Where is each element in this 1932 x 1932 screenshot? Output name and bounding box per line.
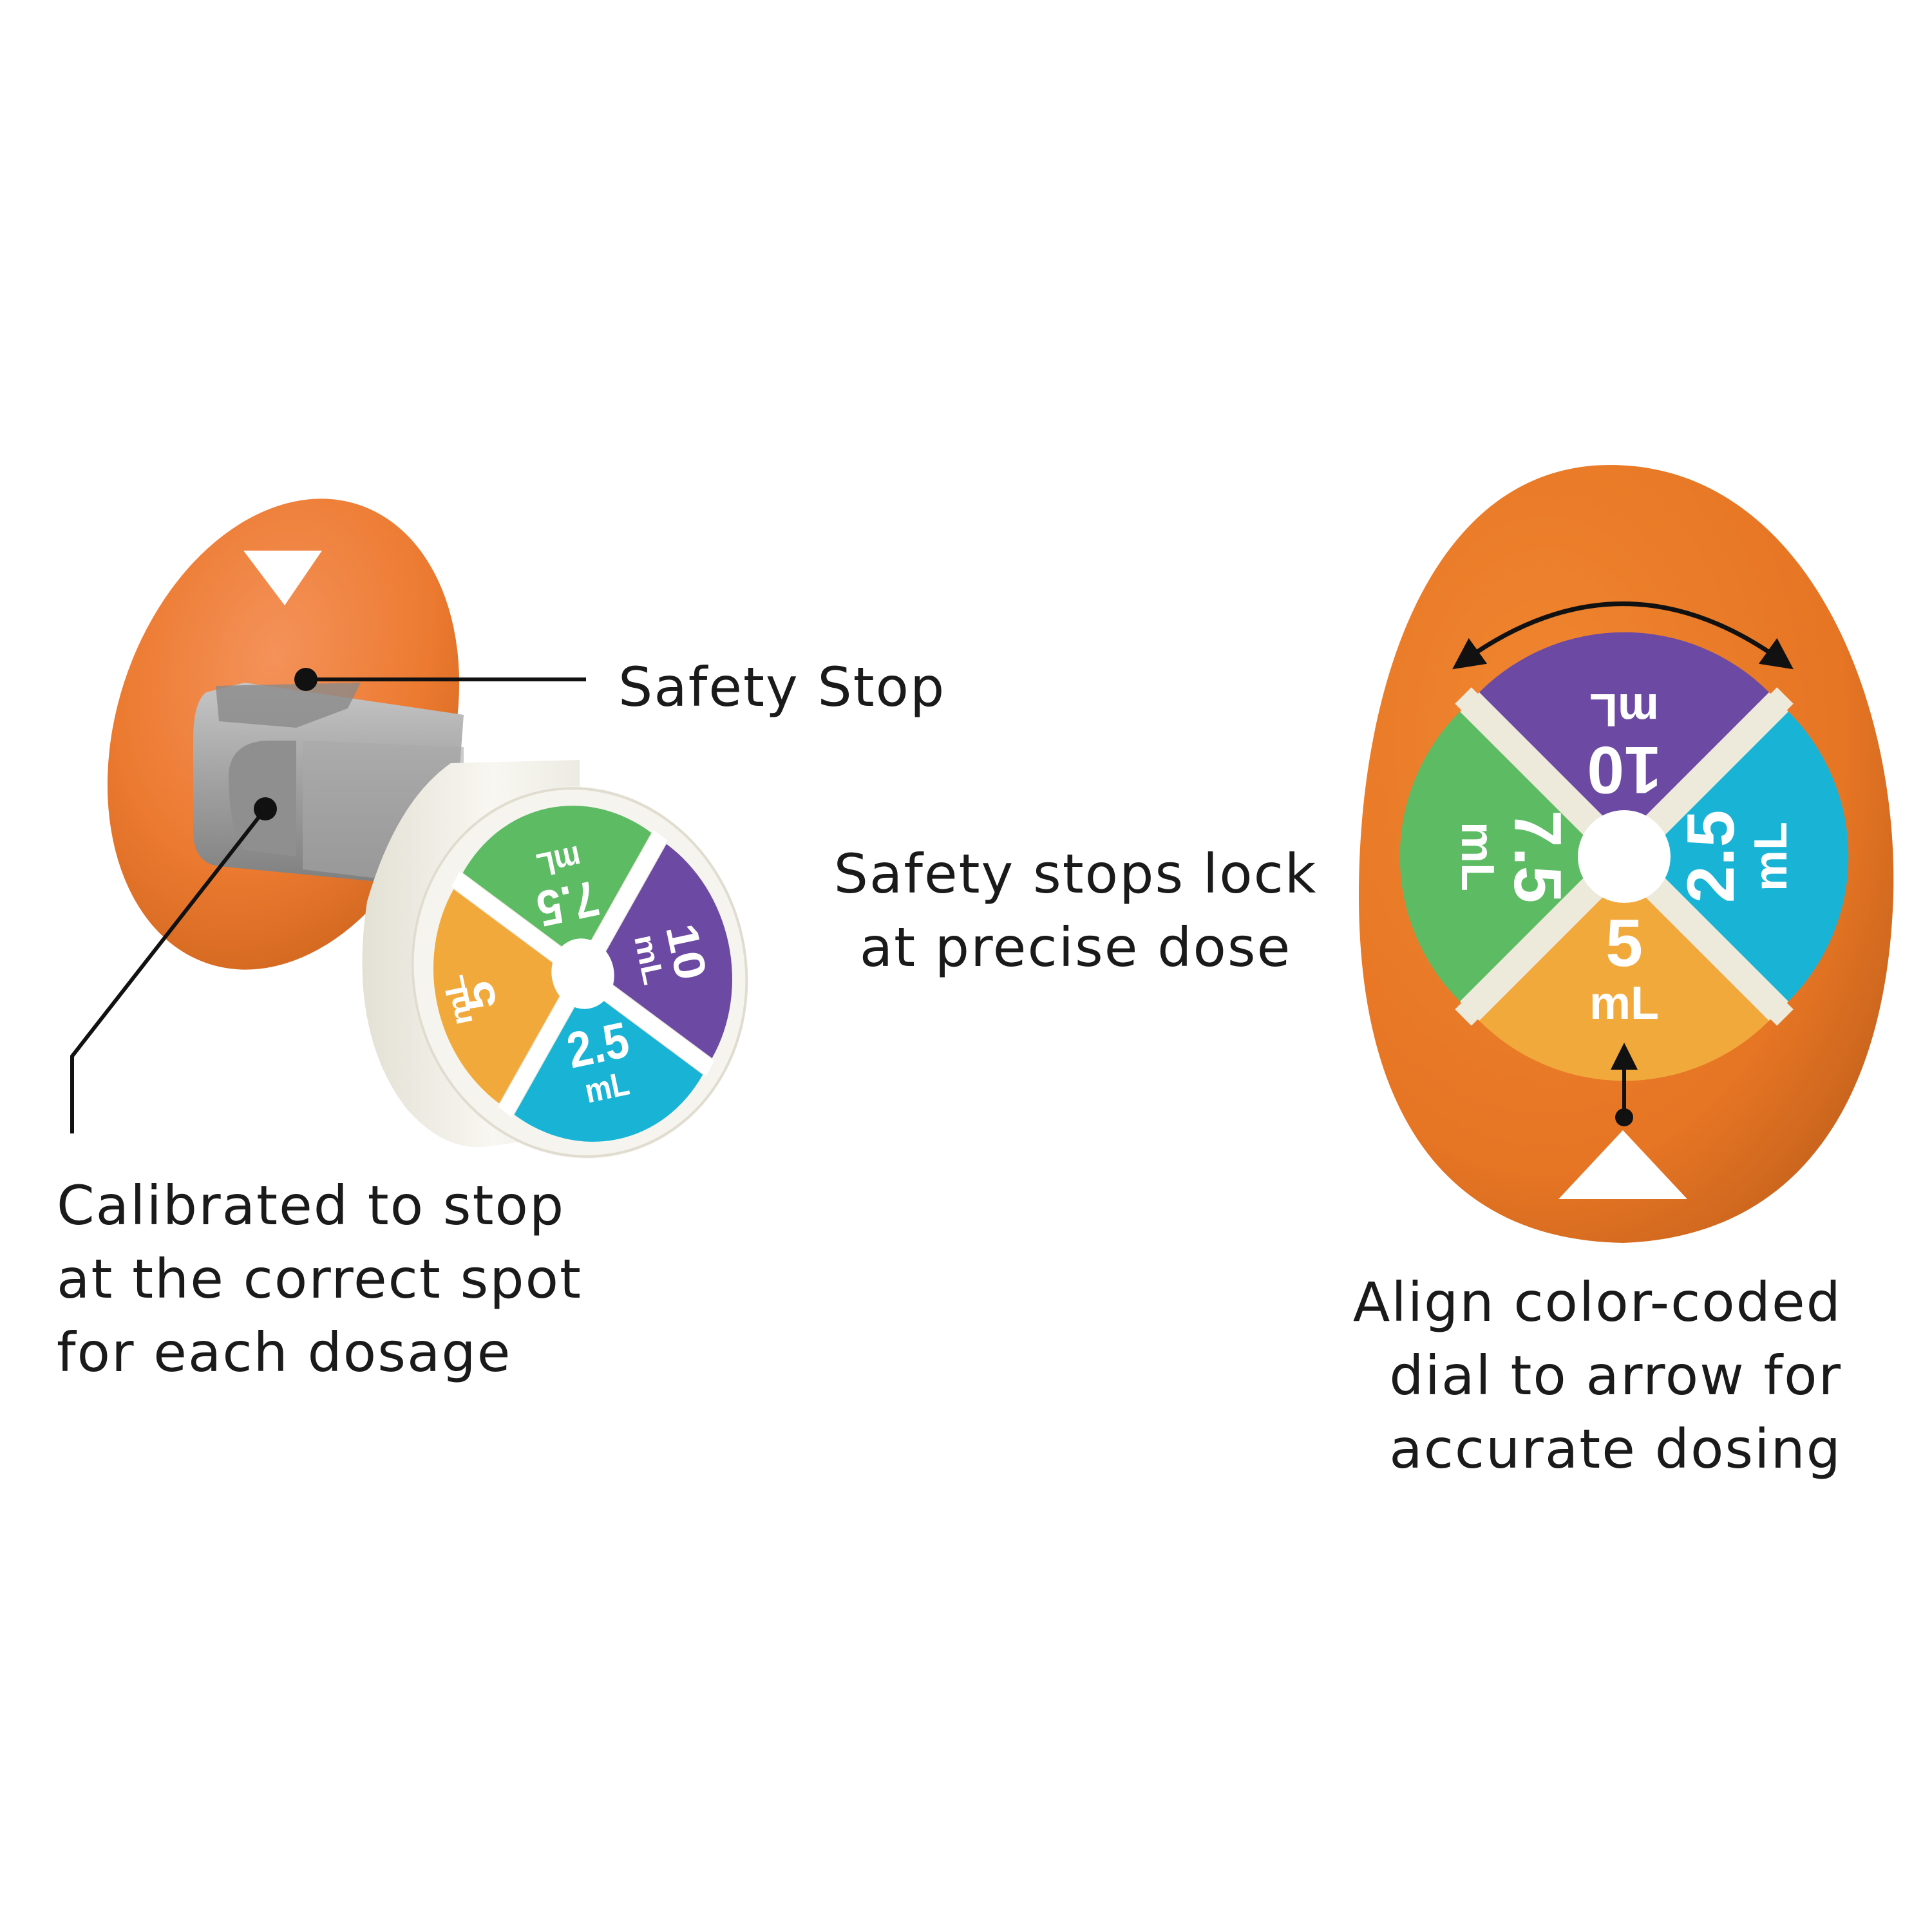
right-dial-value-2-5: 2.5 xyxy=(1674,810,1748,904)
right-dial-segment-5 xyxy=(1479,876,1769,1081)
arrow-up-icon xyxy=(1558,1130,1687,1199)
calibrated-leader xyxy=(70,797,277,1133)
calibrated-line-1: Calibrated to stop xyxy=(57,1174,565,1237)
align-line-2: dial to arrow for xyxy=(1389,1344,1842,1407)
left-dial-unit-7-5: mL xyxy=(533,838,584,884)
right-dial-value-5: 5 xyxy=(1605,906,1643,981)
left-dial-value-10: 10 xyxy=(656,919,717,984)
lock-line-2: at precise dose xyxy=(859,916,1292,979)
right-dial: 10 mL 2.5 mL 5 mL 7.5 mL xyxy=(1399,632,1849,1081)
right-dial-value-7-5: 7.5 xyxy=(1500,810,1575,904)
align-dial-label: Align color-coded dial to arrow for accu… xyxy=(1262,1265,1842,1486)
right-dial-unit-7-5: mL xyxy=(1452,822,1503,891)
left-dial-segment-10 xyxy=(594,844,732,1059)
right-dial-unit-5: mL xyxy=(1589,978,1659,1029)
right-dial-segment-2-5 xyxy=(1643,712,1849,1001)
rotate-arrows-icon xyxy=(1452,601,1794,670)
safety-stop-label: Safety Stop xyxy=(618,656,946,719)
arrow-down-icon xyxy=(243,551,322,605)
left-device: 7.5 mL 10 mL 2.5 mL 5 mL xyxy=(70,498,748,1159)
alignment-pointer xyxy=(1611,1043,1638,1126)
align-line-1: Align color-coded xyxy=(1352,1271,1842,1334)
safety-lock-label: Safety stops lock at precise dose xyxy=(805,837,1346,984)
safety-stop-leader xyxy=(294,668,586,691)
left-dial-segment-2-5 xyxy=(514,987,703,1142)
calibrated-line-3: for each dosage xyxy=(57,1321,512,1384)
left-dial-value-2-5: 2.5 xyxy=(562,1010,634,1079)
right-dial-value-10: 10 xyxy=(1587,732,1662,807)
left-dial-unit-2-5: mL xyxy=(582,1065,632,1110)
left-dial: 7.5 mL 10 mL 2.5 mL 5 mL xyxy=(433,806,732,1142)
right-dial-unit-2-5: mL xyxy=(1745,822,1797,891)
left-dial-value-7-5: 7.5 xyxy=(532,869,604,938)
right-device: 10 mL 2.5 mL 5 mL 7.5 mL xyxy=(1359,465,1894,1243)
right-dial-segment-7-5 xyxy=(1399,712,1605,1001)
left-dial-segment-7-5 xyxy=(462,806,652,960)
right-dial-unit-10: mL xyxy=(1589,684,1659,735)
align-line-3: accurate dosing xyxy=(1389,1417,1842,1481)
calibrated-label: Calibrated to stop at the correct spot f… xyxy=(57,1169,582,1389)
right-dial-segment-10 xyxy=(1479,632,1769,837)
calibrated-line-2: at the correct spot xyxy=(57,1247,582,1311)
left-dial-segment-5 xyxy=(433,889,571,1104)
lock-line-1: Safety stops lock xyxy=(833,842,1318,905)
